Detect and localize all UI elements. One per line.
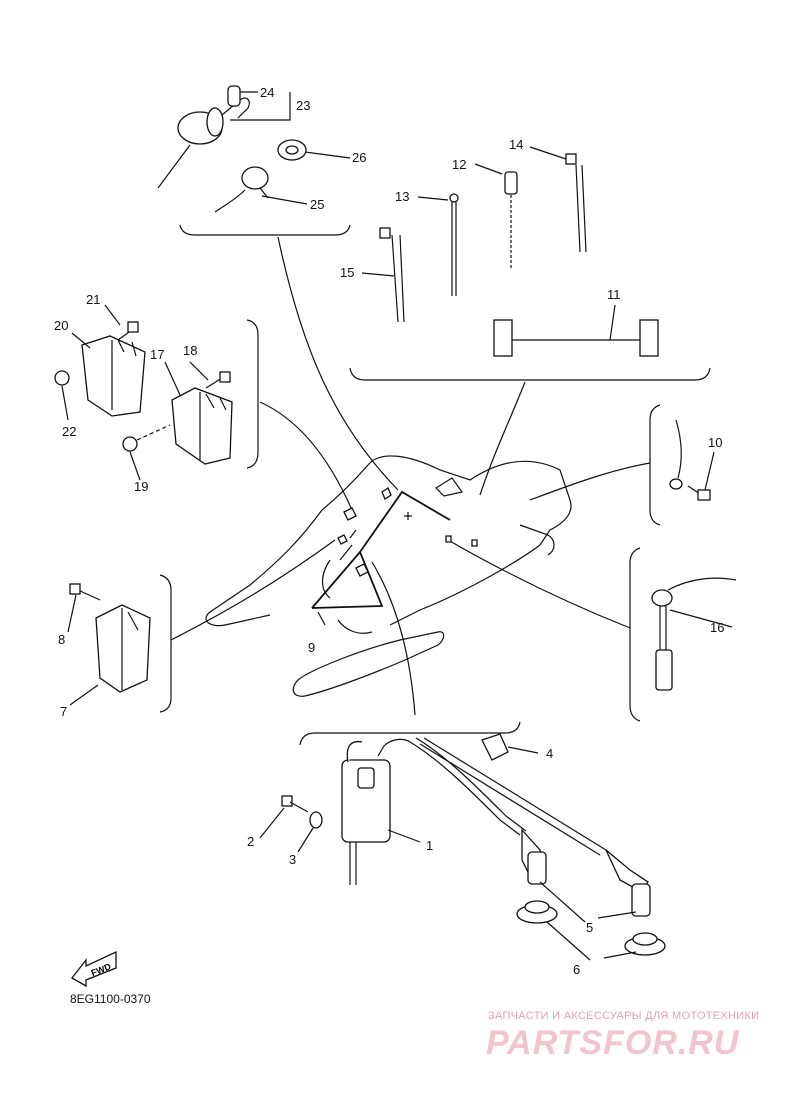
callout-6: 6: [573, 962, 580, 977]
lead-switch: [214, 166, 269, 213]
callout-numbers: 1 2 3 4 5 6 7 8 9 10 11 12 13 14 15 16 1…: [54, 85, 724, 977]
spark-plug-caps: [409, 737, 651, 917]
washer-3: [309, 811, 323, 829]
bolt-18: [205, 371, 231, 389]
callout-17: 17: [150, 347, 164, 362]
wire-lead: [493, 319, 659, 357]
cable-tie-14: [565, 153, 587, 253]
leader-lines: [170, 236, 651, 716]
callout-11: 11: [607, 287, 621, 302]
wire-clamp: [504, 171, 518, 268]
callout-16: 16: [710, 620, 724, 635]
callout-2: 2: [247, 834, 254, 849]
callout-23: 23: [296, 98, 310, 113]
cdi-unit: [171, 387, 233, 465]
callout-22: 22: [62, 424, 76, 439]
callout-14: 14: [509, 137, 523, 152]
callout-13: 13: [395, 189, 409, 204]
callout-25: 25: [310, 197, 324, 212]
callout-24: 24: [260, 85, 274, 100]
callout-10: 10: [708, 435, 722, 450]
callout-8: 8: [58, 632, 65, 647]
nut-19: [122, 424, 171, 452]
thermo-switch: [651, 577, 737, 691]
clamp-4: [481, 733, 509, 761]
callout-3: 3: [289, 852, 296, 867]
callout-26: 26: [352, 150, 366, 165]
callout-leaders: [61, 91, 733, 961]
bolt-8: [69, 583, 101, 601]
cable-tie-13: [449, 193, 459, 296]
relay-unit: [95, 604, 151, 693]
plug-boots: [516, 900, 666, 956]
callout-1: 1: [426, 838, 433, 853]
frame-chassis: [205, 455, 572, 697]
callout-15: 15: [340, 265, 354, 280]
callout-4: 4: [546, 746, 553, 761]
nut-22: [54, 370, 70, 386]
bolt-2: [281, 795, 309, 813]
lock-nut: [277, 139, 307, 161]
rectifier-regulator: [81, 335, 146, 417]
callout-5: 5: [586, 920, 593, 935]
callout-7: 7: [60, 704, 67, 719]
diagram-reference-code: 8EG1100-0370: [70, 992, 151, 1006]
watermark-brand: PARTSFOR.RU: [486, 1024, 740, 1062]
fwd-arrow-icon: FWD: [71, 950, 117, 988]
ground-lead: [669, 419, 711, 501]
bolt-21: [117, 321, 139, 341]
group-brackets: [159, 224, 711, 746]
ignition-switch: [157, 85, 250, 189]
cable-tie-15: [379, 227, 405, 323]
callout-9: 9: [308, 640, 315, 655]
ignition-coil: [341, 738, 411, 885]
callout-12: 12: [452, 157, 466, 172]
callout-18: 18: [183, 343, 197, 358]
callout-20: 20: [54, 318, 68, 333]
watermark-tagline: ЗАПЧАСТИ И АКСЕССУАРЫ ДЛЯ МОТОТЕХНИКИ: [488, 1010, 760, 1022]
callout-19: 19: [134, 479, 148, 494]
callout-21: 21: [86, 292, 100, 307]
